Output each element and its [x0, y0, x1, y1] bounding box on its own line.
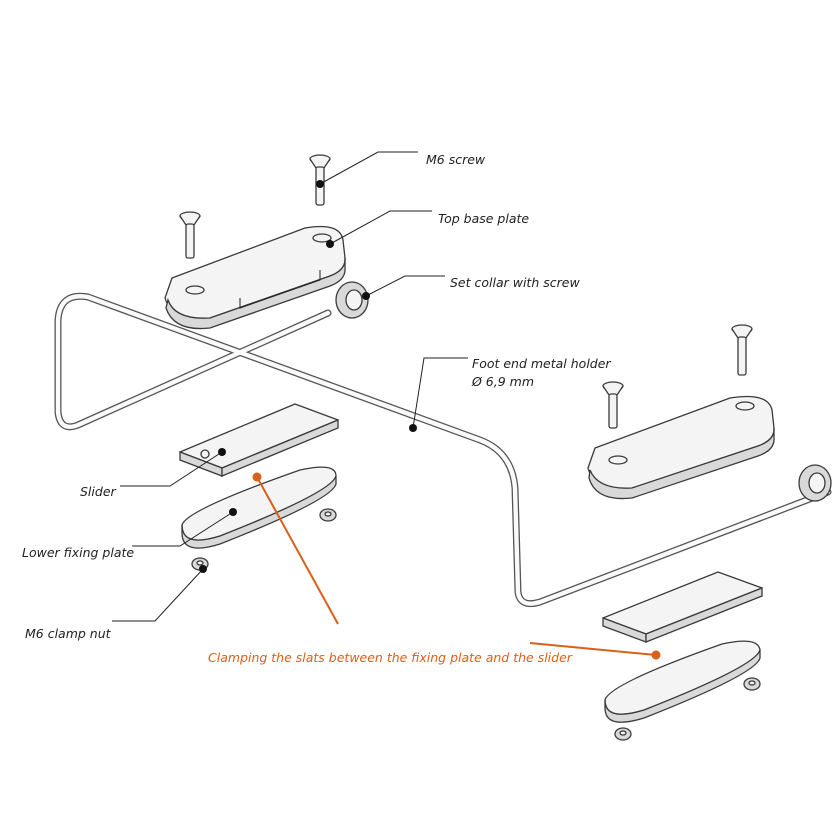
leader-m6-screw	[316, 151, 418, 188]
label-foot-end-holder-diameter: Ø 6,9 mm	[471, 374, 534, 389]
m6-screw-right-top	[731, 324, 753, 376]
label-set-collar: Set collar with screw	[450, 275, 580, 290]
leader-set-collar	[362, 275, 445, 300]
lower-fixing-plate-right	[604, 640, 761, 723]
label-m6-clamp-nut: M6 clamp nut	[25, 626, 112, 641]
label-slider: Slider	[80, 484, 117, 499]
leader-foot-end-holder	[409, 357, 468, 432]
m6-clamp-nut-left-2	[319, 508, 337, 522]
leader-lower-fixing-plate	[132, 508, 237, 547]
m6-screw-left-top	[309, 154, 331, 206]
label-foot-end-holder: Foot end metal holder	[472, 356, 611, 371]
label-clamping-note: Clamping the slats between the fixing pl…	[208, 650, 573, 665]
label-lower-fixing-plate: Lower fixing plate	[22, 545, 134, 560]
leader-top-base-plate	[326, 210, 432, 248]
set-collar-left	[335, 281, 369, 319]
top-base-plate-right	[587, 395, 775, 500]
m6-screw-right-second	[602, 381, 624, 429]
leader-m6-clamp-nut	[112, 565, 207, 622]
m6-screw-left-second	[179, 211, 201, 259]
lower-fixing-plate-left	[181, 466, 337, 549]
label-m6-screw: M6 screw	[426, 152, 486, 167]
foot-end-metal-holder	[54, 292, 832, 608]
top-base-plate-left	[164, 225, 346, 330]
leader-clamping-note	[252, 472, 661, 660]
slider-right	[602, 571, 763, 643]
set-collar-right	[798, 464, 832, 502]
label-top-base-plate: Top base plate	[438, 211, 529, 226]
m6-clamp-nut-right	[614, 727, 632, 741]
leader-slider	[120, 448, 226, 487]
m6-clamp-nut-right-2	[743, 677, 761, 691]
slider-left	[179, 403, 339, 477]
